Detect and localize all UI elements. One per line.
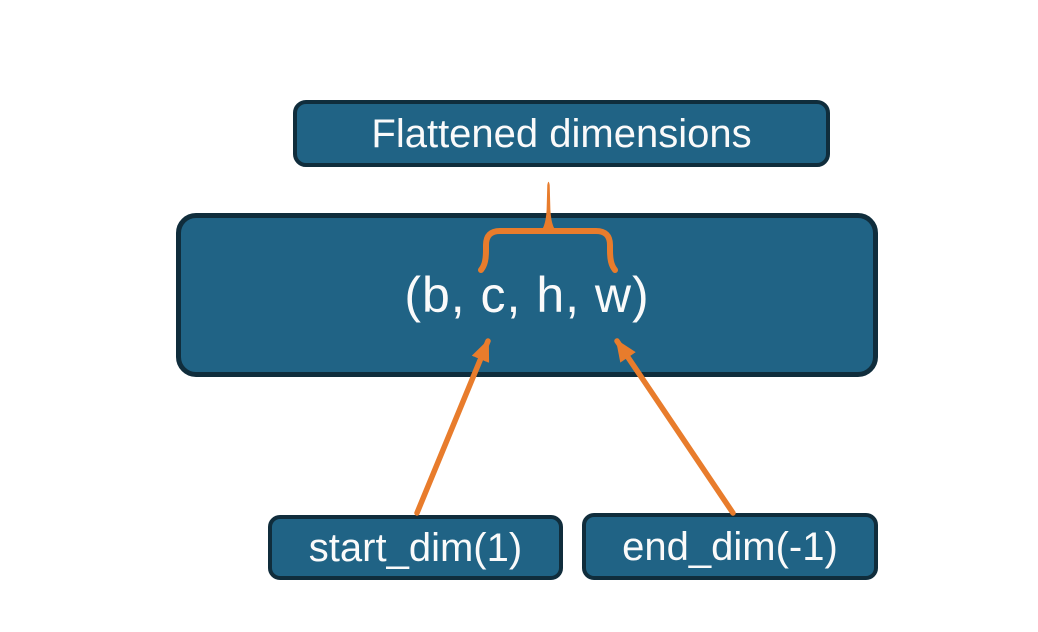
node-end-dim: end_dim(-1) [582,513,878,580]
node-flattened-label: Flattened dimensions [371,111,752,156]
node-flattened-dimensions: Flattened dimensions [293,100,830,167]
node-end-dim-label: end_dim(-1) [622,524,838,569]
node-tensor-label: (b, c, h, w) [404,267,650,323]
node-start-dim: start_dim(1) [268,515,563,580]
node-tensor-shape: (b, c, h, w) [176,213,878,377]
node-start-dim-label: start_dim(1) [308,525,523,570]
